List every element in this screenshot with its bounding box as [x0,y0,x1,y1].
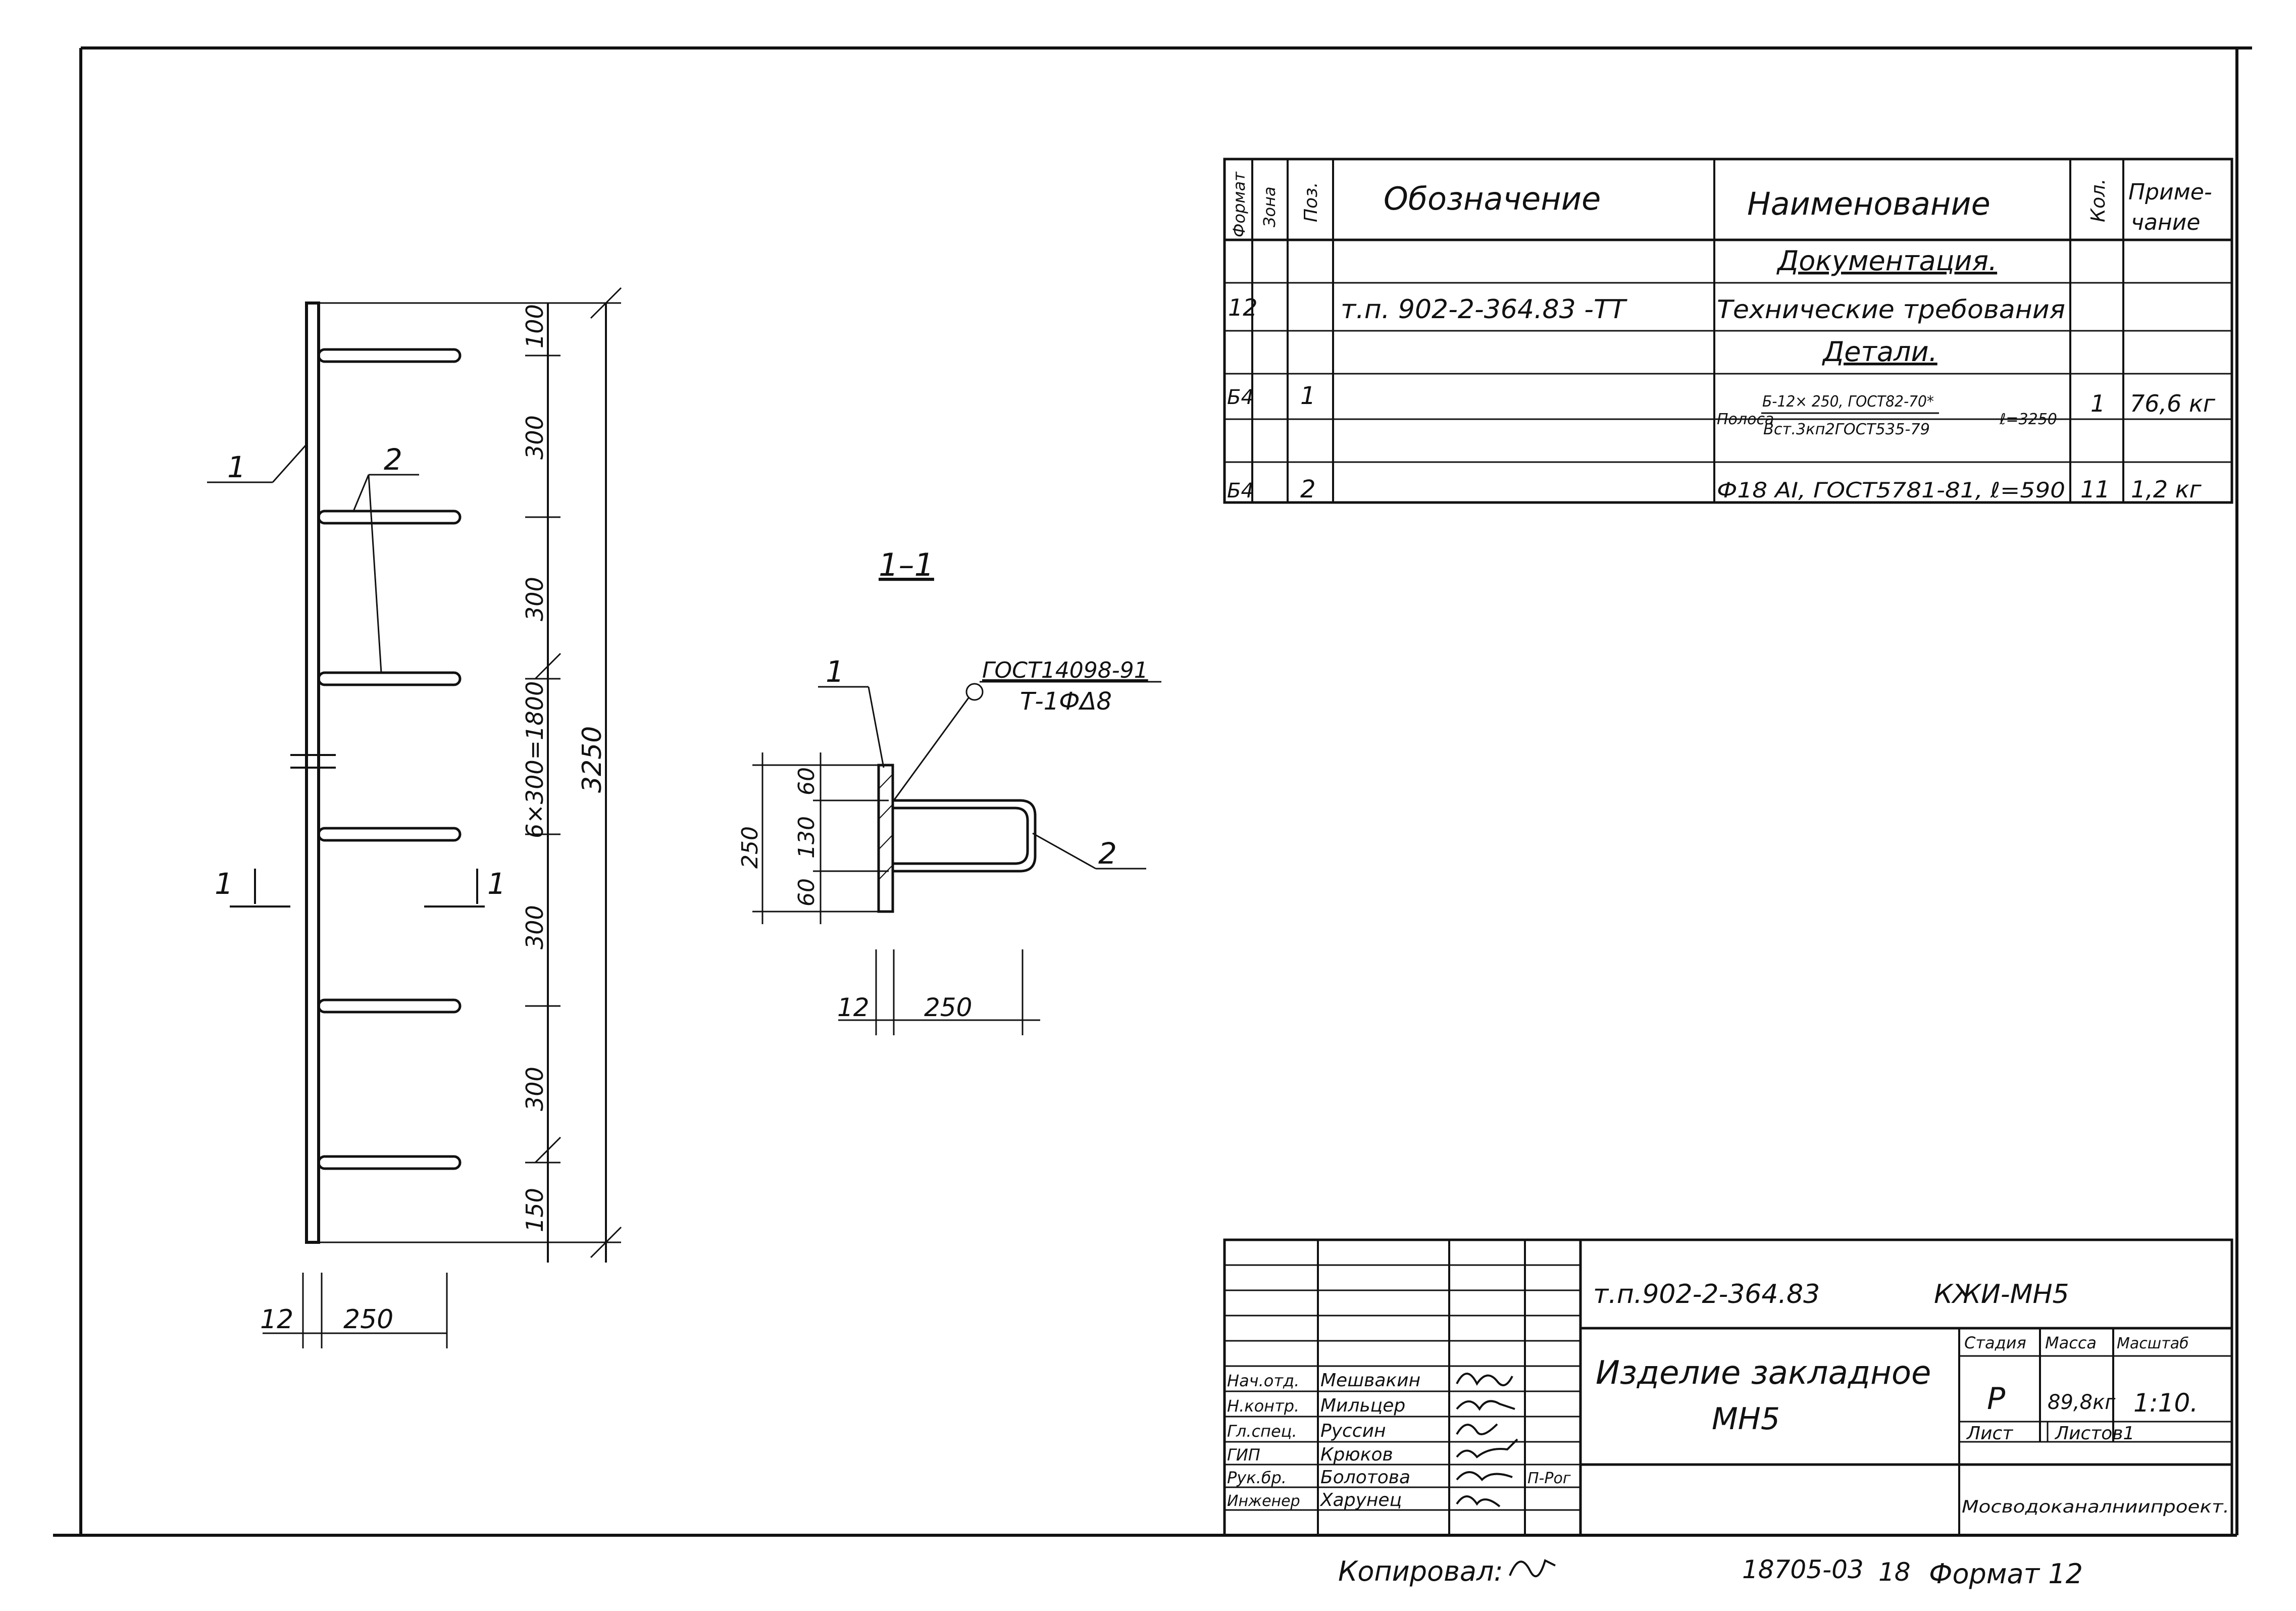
doc-code: т.п.902-2-364.83 [1593,1279,1820,1310]
dim-spacing-2: 300 [521,577,548,621]
dim-spacing-0: 100 [521,304,548,348]
row-0-name: Документация. [1776,245,1997,277]
header-note-line1: Приме- [2128,179,2212,205]
row-3-name-suffix: ℓ=3250 [1999,411,2057,428]
section-dim-v2: 60 [794,878,820,907]
copied-signature [1509,1559,1556,1578]
sheets-label: Листов1 [2054,1423,2134,1444]
section-dim-height: 250 [737,826,763,869]
row-3-name-bottom: Вст.3кп2ГОСТ535-79 [1763,421,1930,438]
section-callout-1: 1 [826,655,844,689]
weld-code: Т-1ФΔ8 [1020,687,1112,716]
footer-number: 18705-03 [1742,1555,1864,1584]
row-3-name-top: Б-12× 250, ГОСТ82-70* [1762,393,1934,411]
callout-1: 1 [227,450,246,484]
bars-part-2 [317,348,462,1170]
dim-spacing-1: 300 [521,415,548,460]
staff-role-0: Нач.отд. [1227,1371,1299,1390]
dim-thickness: 12 [260,1304,293,1335]
row-4-name: Ф18 АI, ГОСТ5781-81, ℓ=590 [1717,478,2065,502]
dim-spacing-6: 150 [521,1188,548,1232]
section-u-bar [893,799,1037,873]
dimension-chain [319,287,622,1263]
signatures [1456,1373,1518,1507]
section-mark-right: 1 [487,867,506,901]
row-3-note: 76,6 кг [2130,390,2216,417]
specification-table: Формат Зона Поз. Обозначение Наименовани… [1223,158,2233,504]
staff-name-0: Мешвакин [1320,1370,1420,1391]
mass-value: 89,8кг [2048,1391,2116,1414]
staff-name-5: Харунец [1319,1490,1402,1511]
dim-spacing-4: 300 [521,905,548,949]
row-4-pos: 2 [1300,475,1316,504]
title-line-1: Изделие закладное [1596,1354,1931,1392]
header-zone: Зона [1260,186,1279,227]
footer: Копировал: 18705-03 18 Формат 12 [1338,1555,2083,1590]
callout-2: 2 [384,442,402,477]
row-3-qty: 1 [2090,390,2105,417]
title-line-2: МН5 [1712,1401,1780,1437]
row-1-format: 12 [1228,294,1258,321]
row-4-qty: 11 [2080,476,2110,503]
header-format: Формат [1230,171,1249,237]
title-block: т.п.902-2-364.83 КЖИ-МН5 Изделие закладн… [1223,1238,2233,1537]
dim-spacing-5: 300 [521,1067,548,1111]
col-mass: Масса [2045,1333,2097,1352]
main-view: 100 300 300 6×300=1800 300 300 150 3250 … [207,287,622,1348]
header-pos: Поз. [1301,182,1321,222]
dim-width: 250 [343,1304,393,1335]
row-3-format: Б4 [1227,386,1254,409]
staff-name-4: Болотова [1320,1467,1410,1488]
section-dim-length: 250 [924,993,972,1022]
row-4-note: 1,2 кг [2131,476,2202,503]
stage-value: Р [1987,1381,2006,1417]
section-title: 1–1 [879,546,934,583]
staff-name-2: Руссин [1320,1421,1386,1441]
row-1-name: Технические требования [1717,295,2065,324]
section-1-1: 1–1 1 2 ГОСТ14098-91 Т-1ФΔ8 250 60 130 6… [737,546,1161,1035]
row-3-pos: 1 [1300,382,1316,410]
scale-value: 1:10. [2133,1388,2198,1418]
row-2-name: Детали. [1822,336,1937,368]
section-dim-v1: 130 [794,816,820,859]
staff-role-2: Гл.спец. [1227,1422,1297,1441]
col-stage: Стадия [1964,1333,2026,1352]
weld-standard: ГОСТ14098-91 [982,658,1148,683]
dim-total: 3250 [577,726,607,793]
staff-name-3: Крюков [1320,1444,1393,1465]
staff-role-4: Рук.бр. [1227,1468,1287,1487]
footer-copied: Копировал: [1338,1555,1503,1587]
signature-extra: П-Рог [1527,1470,1571,1487]
sheet-code: КЖИ-МН5 [1934,1279,2069,1310]
header-note-line2: чание [2131,210,2200,235]
section-dim-v0: 60 [794,767,820,795]
row-1-designation: т.п. 902-2-364.83 -ТТ [1341,294,1628,325]
staff-name-1: Мильцер [1320,1395,1405,1416]
dim-spacing-3: 6×300=1800 [521,681,548,838]
header-qty: Кол. [2087,178,2109,222]
row-4-format: Б4 [1227,479,1254,502]
staff-role-5: Инженер [1227,1492,1300,1510]
staff-role-3: ГИП [1227,1445,1260,1465]
header-designation: Обозначение [1384,180,1601,217]
col-scale: Масштаб [2117,1335,2189,1352]
sheet-label: Лист [1966,1423,2013,1444]
footer-format: Формат 12 [1929,1558,2083,1590]
organization: Мосводоканалниипроект. [1962,1497,2229,1517]
header-name: Наименование [1747,185,1991,222]
staff-role-1: Н.контр. [1227,1396,1299,1416]
plate-part-1 [305,301,320,1244]
section-dim-thickness: 12 [837,993,870,1022]
footer-sheet-no: 18 [1878,1557,1911,1587]
section-callout-2: 2 [1098,836,1117,871]
section-mark-left: 1 [215,867,233,901]
